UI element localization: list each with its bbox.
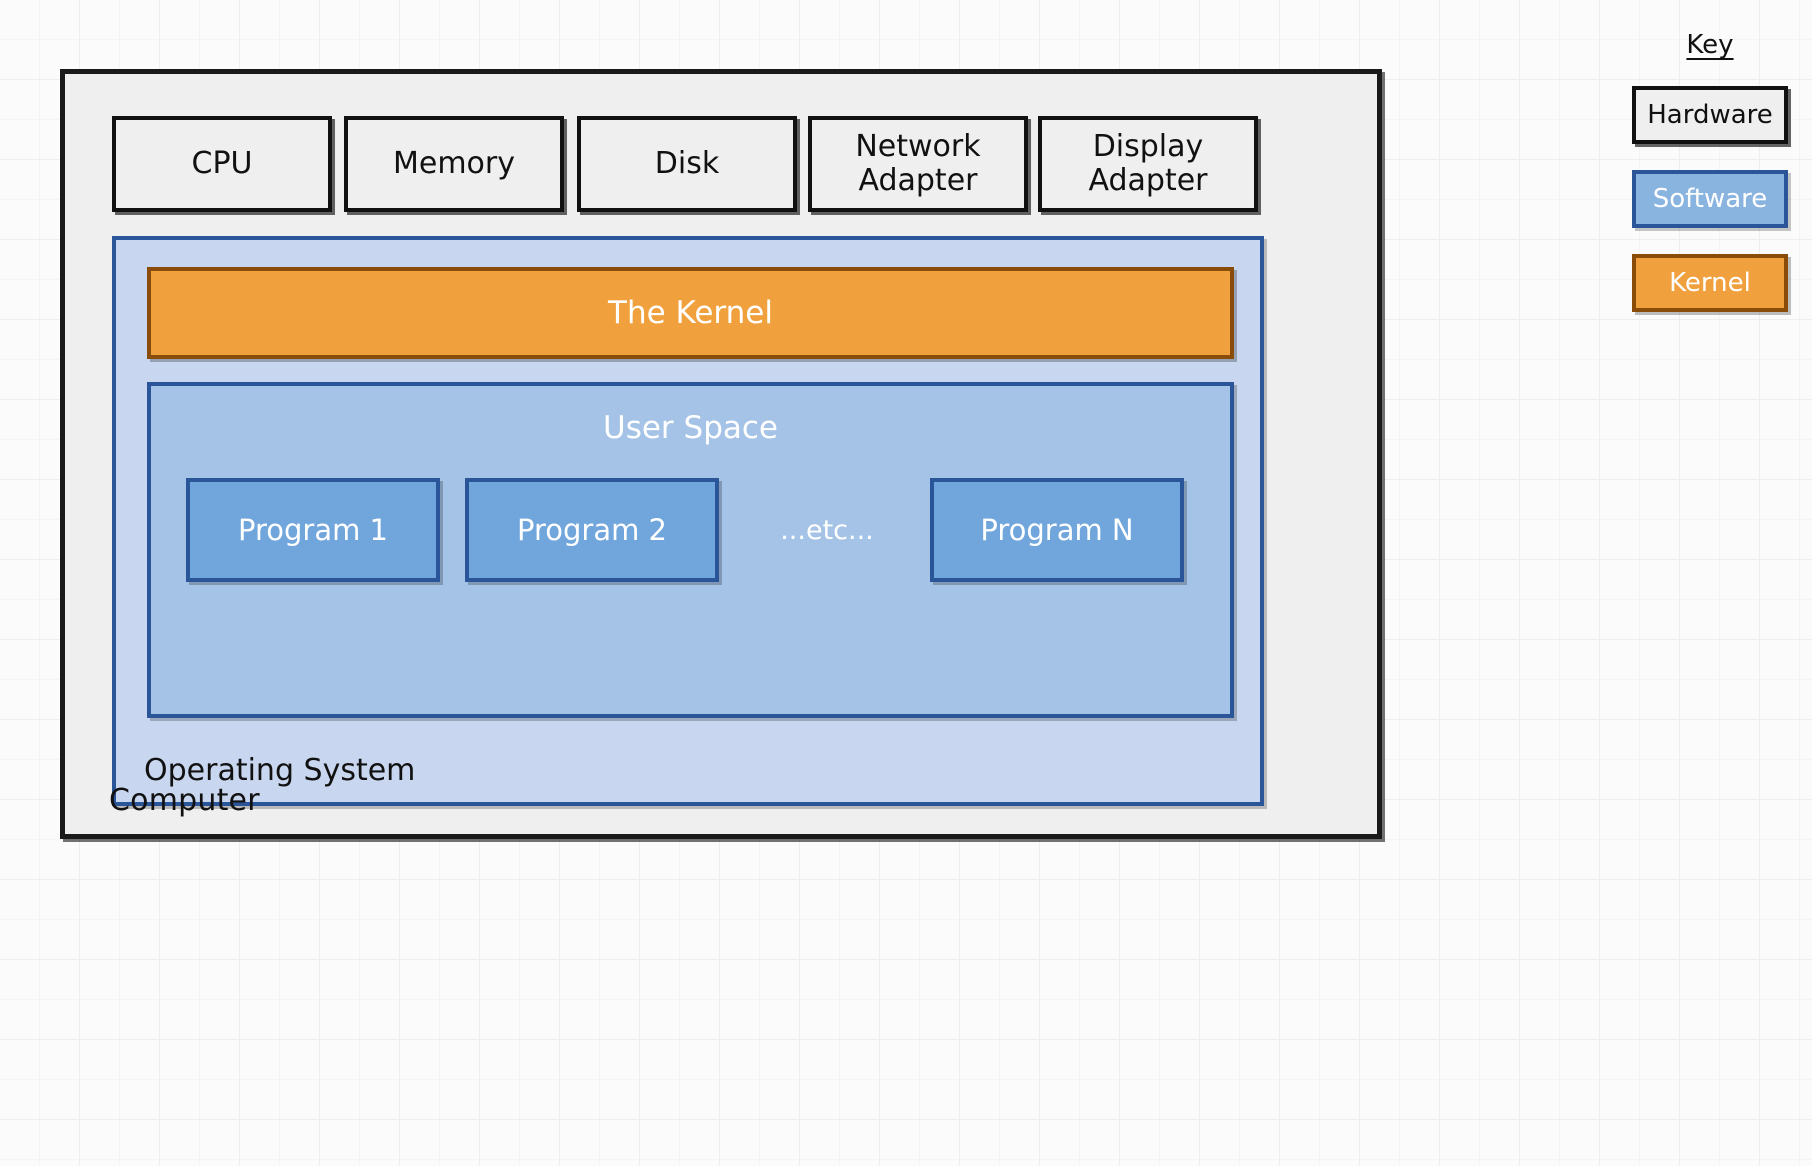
program-box-label: Program 1 bbox=[237, 513, 389, 547]
key-panel: Key Hardware Software Kernel bbox=[1610, 30, 1810, 338]
hardware-box-memory[interactable]: Memory bbox=[344, 116, 564, 212]
computer-label: Computer bbox=[109, 783, 260, 818]
key-item-kernel: Kernel bbox=[1632, 254, 1788, 312]
programs-ellipsis-label: ...etc... bbox=[780, 514, 874, 546]
program-box-label: Program 2 bbox=[516, 513, 668, 547]
hardware-box-label: Memory bbox=[392, 146, 515, 182]
program-box-2[interactable]: Program 2 bbox=[465, 478, 719, 582]
key-item-label: Hardware bbox=[1647, 100, 1773, 130]
operating-system-label: Operating System bbox=[144, 753, 416, 788]
hardware-box-label: Disk bbox=[654, 146, 720, 182]
hardware-box-label: CPU bbox=[191, 146, 253, 182]
key-item-label: Kernel bbox=[1669, 268, 1751, 298]
hardware-box-disk[interactable]: Disk bbox=[577, 116, 797, 212]
key-title: Key bbox=[1686, 30, 1734, 60]
key-item-software: Software bbox=[1632, 170, 1788, 228]
program-box-1[interactable]: Program 1 bbox=[186, 478, 440, 582]
hardware-box-cpu[interactable]: CPU bbox=[112, 116, 332, 212]
kernel-bar[interactable]: The Kernel bbox=[147, 267, 1234, 359]
program-box-n[interactable]: Program N bbox=[930, 478, 1184, 582]
kernel-bar-label: The Kernel bbox=[608, 295, 773, 331]
user-space-container: User Space Program 1 Program 2 ...etc...… bbox=[147, 382, 1234, 718]
operating-system-container: The Kernel User Space Program 1 Program … bbox=[112, 236, 1264, 806]
key-item-hardware: Hardware bbox=[1632, 86, 1788, 144]
key-item-label: Software bbox=[1652, 184, 1768, 214]
user-space-label: User Space bbox=[603, 410, 778, 446]
program-box-label: Program N bbox=[980, 513, 1134, 547]
